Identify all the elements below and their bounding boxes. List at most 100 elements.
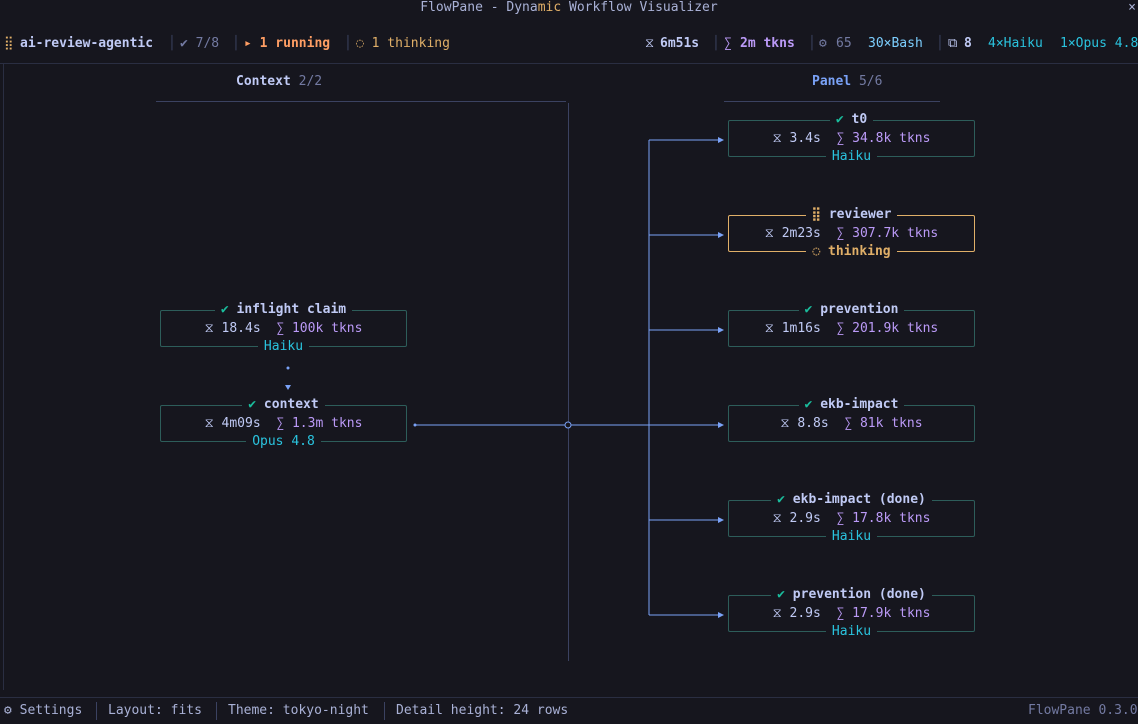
divider: │ (232, 36, 240, 51)
node-ekb-impact-done[interactable]: ✔ ekb-impact (done) ⧖ 2.9s ∑ 17.8k tkns … (728, 492, 975, 544)
node-thinking-status: ◌ thinking (806, 244, 897, 259)
running-count: ▸ 1 running (244, 36, 331, 51)
check-icon: ✔ (804, 302, 813, 317)
node-title: t0 (851, 112, 868, 127)
workflow-canvas (3, 64, 1138, 690)
node-time: ⧖ 1m16s (764, 321, 821, 336)
node-model: Haiku (825, 624, 878, 639)
node-time: ⧖ 2.9s (772, 511, 821, 526)
node-time: ⧖ 8.8s (780, 416, 829, 431)
arrow-right-icon (718, 327, 724, 333)
node-inflight-claim[interactable]: ✔ inflight claim ⧖ 18.4s ∑ 100k tkns Hai… (160, 302, 407, 354)
footer-bar: ⚙ Settings Layout: fits Theme: tokyo-nig… (0, 697, 1138, 724)
panel-column-label: Panel (812, 74, 852, 89)
node-model: Haiku (825, 149, 878, 164)
grip-icon[interactable]: ⣿ (4, 36, 14, 51)
workflow-status-bar: ⣿ ai-review-agentic │ ✔ 7/8 │ ▸ 1 runnin… (0, 25, 1138, 64)
detail-height-selector[interactable]: Detail height: 24 rows (396, 703, 569, 718)
node-title: inflight claim (236, 302, 347, 317)
connector-dot (286, 366, 290, 370)
node-time: ⧖ 18.4s (204, 321, 261, 336)
junction-node (564, 421, 572, 429)
node-time: ⧖ 2.9s (772, 606, 821, 621)
elapsed-time: 6m51s (660, 36, 700, 51)
divider (384, 702, 385, 720)
agents-count: 8 (964, 36, 972, 51)
workflow-name: ai-review-agentic (20, 36, 154, 51)
node-t0[interactable]: ✔ t0 ⧖ 3.4s ∑ 34.8k tkns Haiku (728, 112, 975, 164)
gear-icon: ⚙ (819, 36, 827, 51)
check-icon: ✔ (220, 302, 229, 317)
node-tokens: ∑ 34.8k tkns (836, 131, 931, 146)
node-tokens: ∑ 1.3m tkns (276, 416, 363, 431)
spinner-icon: ⣿ (811, 207, 822, 222)
check-icon: ✔ (777, 492, 785, 507)
node-ekb-impact[interactable]: ✔ ekb-impact ⧖ 8.8s ∑ 81k tkns (728, 397, 975, 442)
node-title: ekb-impact (done) (792, 492, 926, 507)
context-column-label: Context (236, 74, 291, 89)
divider (216, 702, 217, 720)
node-title: prevention (done) (792, 587, 926, 602)
arrow-right-icon (718, 137, 724, 143)
node-context[interactable]: ✔ context ⧖ 4m09s ∑ 1.3m tkns Opus 4.8 (160, 397, 407, 449)
panel-column-underline (724, 101, 940, 102)
panel-column-header[interactable]: Panel 5/6 (812, 74, 882, 89)
close-icon[interactable]: × (1128, 0, 1136, 15)
node-tokens: ∑ 100k tkns (276, 321, 363, 336)
tools-count: 65 (836, 36, 852, 51)
node-model: Haiku (825, 529, 878, 544)
sigma-icon: ∑ (724, 36, 732, 51)
arrow-right-icon (718, 232, 724, 238)
node-time: ⧖ 3.4s (772, 131, 821, 146)
node-tokens: ∑ 81k tkns (844, 416, 923, 431)
node-time: ⧖ 4m09s (204, 416, 261, 431)
node-title: context (263, 397, 319, 412)
divider: │ (936, 36, 944, 51)
divider: │ (344, 36, 352, 51)
node-model: Haiku (257, 339, 310, 354)
check-icon: ✔ (804, 397, 813, 412)
panel-column-count: 5/6 (858, 74, 883, 89)
node-prevention[interactable]: ✔ prevention ⧖ 1m16s ∑ 201.9k tkns (728, 302, 975, 347)
node-prevention-done[interactable]: ✔ prevention (done) ⧖ 2.9s ∑ 17.9k tkns … (728, 587, 975, 639)
context-column-count: 2/2 (298, 74, 323, 89)
layout-selector[interactable]: Layout: fits (108, 703, 202, 718)
node-title: ekb-impact (820, 397, 899, 412)
node-time: ⧖ 2m23s (764, 226, 821, 241)
column-divider (568, 103, 569, 661)
window-titlebar: FlowPane - Dynamic Workflow Visualizer (0, 0, 1138, 20)
node-model: Opus 4.8 (246, 434, 321, 449)
agents-icon: ⧉ (948, 36, 958, 51)
arrow-right-icon (718, 612, 724, 618)
thinking-count: ◌ 1 thinking (356, 36, 450, 51)
node-tokens: ∑ 307.7k tkns (836, 226, 939, 241)
window-title-part: Workflow Visualizer (561, 0, 718, 15)
connector-dot (413, 423, 417, 427)
divider: │ (808, 36, 816, 51)
divider: │ (712, 36, 720, 51)
node-tokens: ∑ 17.9k tkns (836, 606, 931, 621)
check-icon: ✔ (777, 587, 785, 602)
settings-button[interactable]: ⚙ Settings (4, 703, 83, 718)
hourglass-icon: ⧖ (645, 36, 655, 51)
check-icon: ✔ (835, 112, 844, 127)
node-reviewer[interactable]: ⣿ reviewer ⧖ 2m23s ∑ 307.7k tkns ◌ think… (728, 207, 975, 259)
theme-selector[interactable]: Theme: tokyo-night (228, 703, 369, 718)
app-version: FlowPane 0.3.0 (1028, 703, 1138, 718)
arrow-right-icon (718, 517, 724, 523)
node-tokens: ∑ 17.8k tkns (836, 511, 931, 526)
node-title: reviewer (828, 207, 892, 222)
arrow-right-icon (718, 422, 724, 428)
context-column-underline (156, 101, 566, 102)
window-title-part: FlowPane - Dyna (420, 0, 538, 15)
done-count: ✔ 7/8 (180, 36, 220, 51)
total-tokens: 2m tkns (740, 36, 795, 51)
haiku-count: 4×Haiku (988, 36, 1043, 51)
check-icon: ✔ (248, 397, 257, 412)
context-column-header[interactable]: Context 2/2 (236, 74, 322, 89)
node-tokens: ∑ 201.9k tkns (836, 321, 939, 336)
opus-count: 1×Opus 4.8 (1060, 36, 1138, 51)
arrow-down-icon (285, 385, 291, 390)
tools-detail: 30×Bash (868, 36, 923, 51)
